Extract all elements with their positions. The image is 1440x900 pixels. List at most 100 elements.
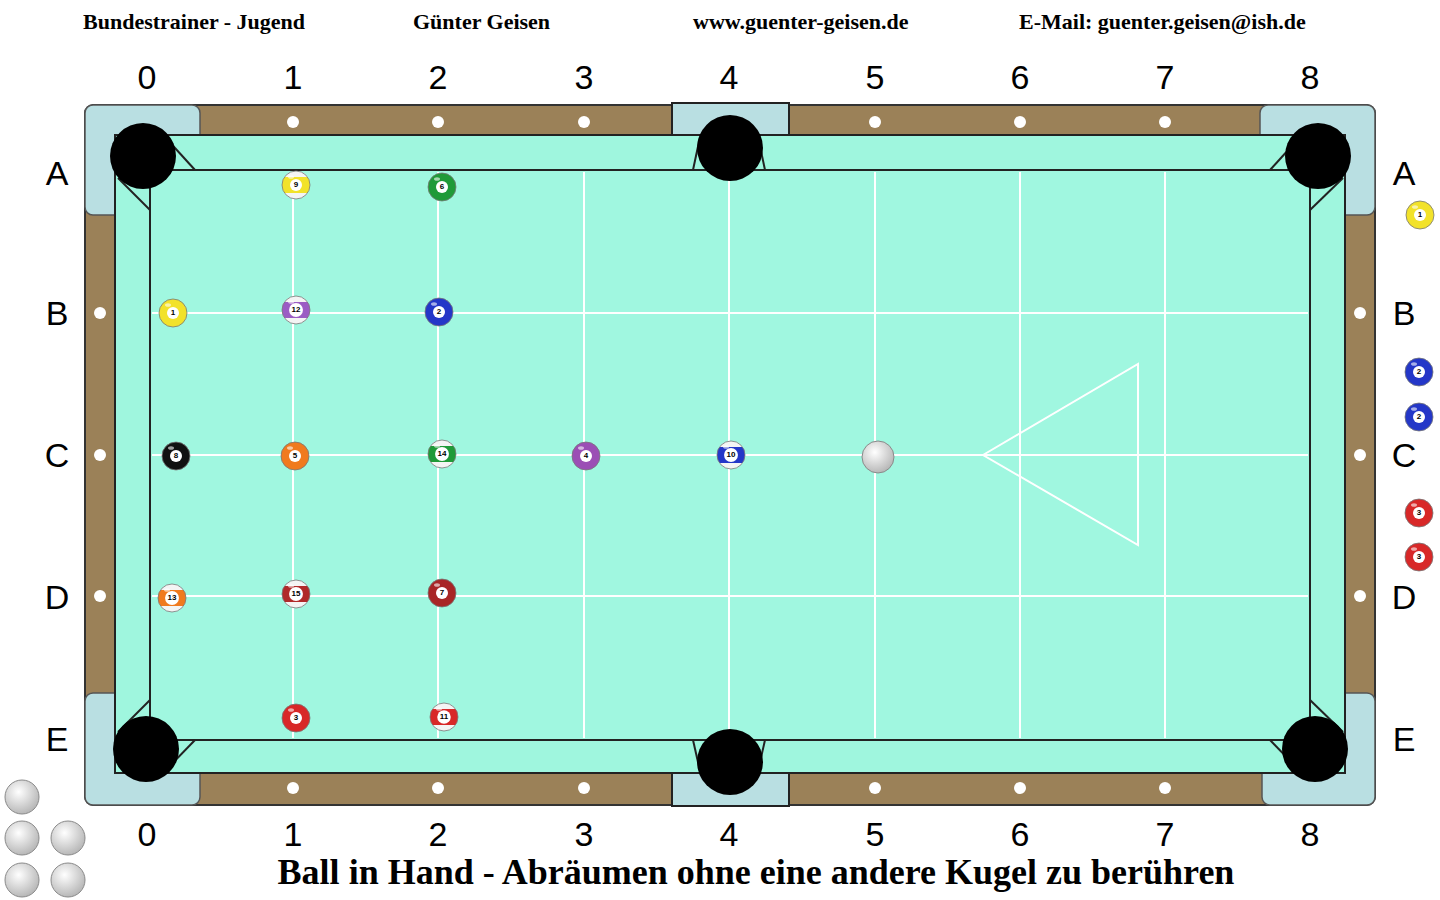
pool-ball: 2 xyxy=(424,297,454,327)
grid-coordinate: 5 xyxy=(866,60,885,94)
ball-highlight xyxy=(1411,407,1417,411)
ball-number: 9 xyxy=(294,181,298,189)
ball-stripe xyxy=(281,302,311,318)
ball-body xyxy=(430,703,458,731)
diamond-marker xyxy=(432,782,444,794)
ball-number: 6 xyxy=(440,183,444,191)
diamond-marker xyxy=(1159,116,1171,128)
pool-ball: 2 xyxy=(1404,402,1434,432)
ball-highlight xyxy=(168,446,174,450)
pool-ball: 1 xyxy=(158,298,188,328)
number-disc xyxy=(1413,507,1425,519)
diamond-marker xyxy=(578,782,590,794)
ball-outline xyxy=(1405,543,1433,571)
ball-number: 15 xyxy=(292,590,301,598)
grid-coordinate: 8 xyxy=(1301,817,1320,851)
ball-number: 1 xyxy=(1418,211,1422,219)
ball-highlight xyxy=(434,444,440,448)
diamond-marker xyxy=(1014,116,1026,128)
header-text: E-Mail: guenter.geisen@ish.de xyxy=(1019,11,1306,33)
grid-coordinate: B xyxy=(46,296,69,330)
cue-ball xyxy=(862,441,894,473)
ball-body xyxy=(159,299,187,327)
ball-body xyxy=(1406,201,1434,229)
grid-coordinate: 3 xyxy=(575,817,594,851)
cue-balls xyxy=(5,441,894,897)
grid-coordinate: E xyxy=(1393,722,1416,756)
number-disc xyxy=(1413,551,1425,563)
rack-triangle xyxy=(983,364,1138,545)
ball-outline xyxy=(717,441,745,469)
number-disc xyxy=(289,450,301,462)
number-disc xyxy=(1413,411,1425,423)
ball-outline xyxy=(1405,499,1433,527)
ball-outline xyxy=(425,298,453,326)
ball-highlight xyxy=(1412,205,1418,209)
ball-highlight xyxy=(723,445,729,449)
pocket xyxy=(697,729,763,795)
pool-ball: 11 xyxy=(429,702,459,732)
grid-coordinate: 6 xyxy=(1011,817,1030,851)
pool-ball: 9 xyxy=(281,170,311,200)
pool-ball: 1 xyxy=(1405,200,1435,230)
diamond-marker xyxy=(869,782,881,794)
grid-coordinate: 7 xyxy=(1156,817,1175,851)
grid-coordinate: C xyxy=(45,438,70,472)
ball-number: 3 xyxy=(294,714,298,722)
cushion-jaws xyxy=(118,137,1343,771)
ball-stripe xyxy=(427,446,457,462)
ball-outline xyxy=(1406,201,1434,229)
ball-body xyxy=(1405,543,1433,571)
ball-highlight xyxy=(1411,362,1417,366)
grid-coordinate: 8 xyxy=(1301,60,1320,94)
diamond-markers xyxy=(94,116,1366,794)
pocket xyxy=(110,123,176,189)
grid-coordinate: 2 xyxy=(429,60,448,94)
grid-coordinate: 1 xyxy=(284,60,303,94)
cue-ball xyxy=(5,780,39,814)
ball-outline xyxy=(281,442,309,470)
number-disc xyxy=(437,710,450,723)
grid-coordinate: 4 xyxy=(720,817,739,851)
ball-outline xyxy=(282,580,310,608)
cue-ball xyxy=(5,821,39,855)
number-disc xyxy=(165,591,179,605)
ball-number: 2 xyxy=(437,308,441,316)
ball-outline xyxy=(158,584,186,612)
caption: Ball in Hand - Abräumen ohne eine andere… xyxy=(278,854,1235,890)
pocket xyxy=(697,115,763,181)
ball-number: 13 xyxy=(168,594,177,602)
ball-highlight xyxy=(434,583,440,587)
ball-outline xyxy=(428,579,456,607)
pool-ball: 2 xyxy=(1404,357,1434,387)
number-disc xyxy=(580,450,592,462)
grid-coordinate: 3 xyxy=(575,60,594,94)
diamond-marker xyxy=(94,449,106,461)
cue-ball xyxy=(51,821,85,855)
grid-line xyxy=(152,312,1308,314)
grid-coordinate: 6 xyxy=(1011,60,1030,94)
ball-outline xyxy=(1405,403,1433,431)
ball-highlight xyxy=(434,177,440,181)
header-text: www.guenter-geisen.de xyxy=(693,11,909,33)
diamond-marker xyxy=(94,590,106,602)
playing-field xyxy=(150,170,1310,740)
ball-outline xyxy=(162,442,190,470)
grid-coordinate: 7 xyxy=(1156,60,1175,94)
ball-number: 3 xyxy=(1417,553,1421,561)
diamond-marker xyxy=(1354,590,1366,602)
ball-stripe xyxy=(281,177,311,193)
ball-outline xyxy=(159,299,187,327)
number-disc xyxy=(1414,209,1426,221)
number-disc xyxy=(433,306,445,318)
diamond-marker xyxy=(578,116,590,128)
ball-body xyxy=(717,441,745,469)
ball-highlight xyxy=(288,300,294,304)
number-disc xyxy=(289,587,303,601)
ball-body xyxy=(282,704,310,732)
number-disc xyxy=(289,303,303,317)
ball-body xyxy=(281,442,309,470)
ball-number: 5 xyxy=(293,452,297,460)
diamond-marker xyxy=(432,116,444,128)
grid-line xyxy=(152,595,1308,597)
